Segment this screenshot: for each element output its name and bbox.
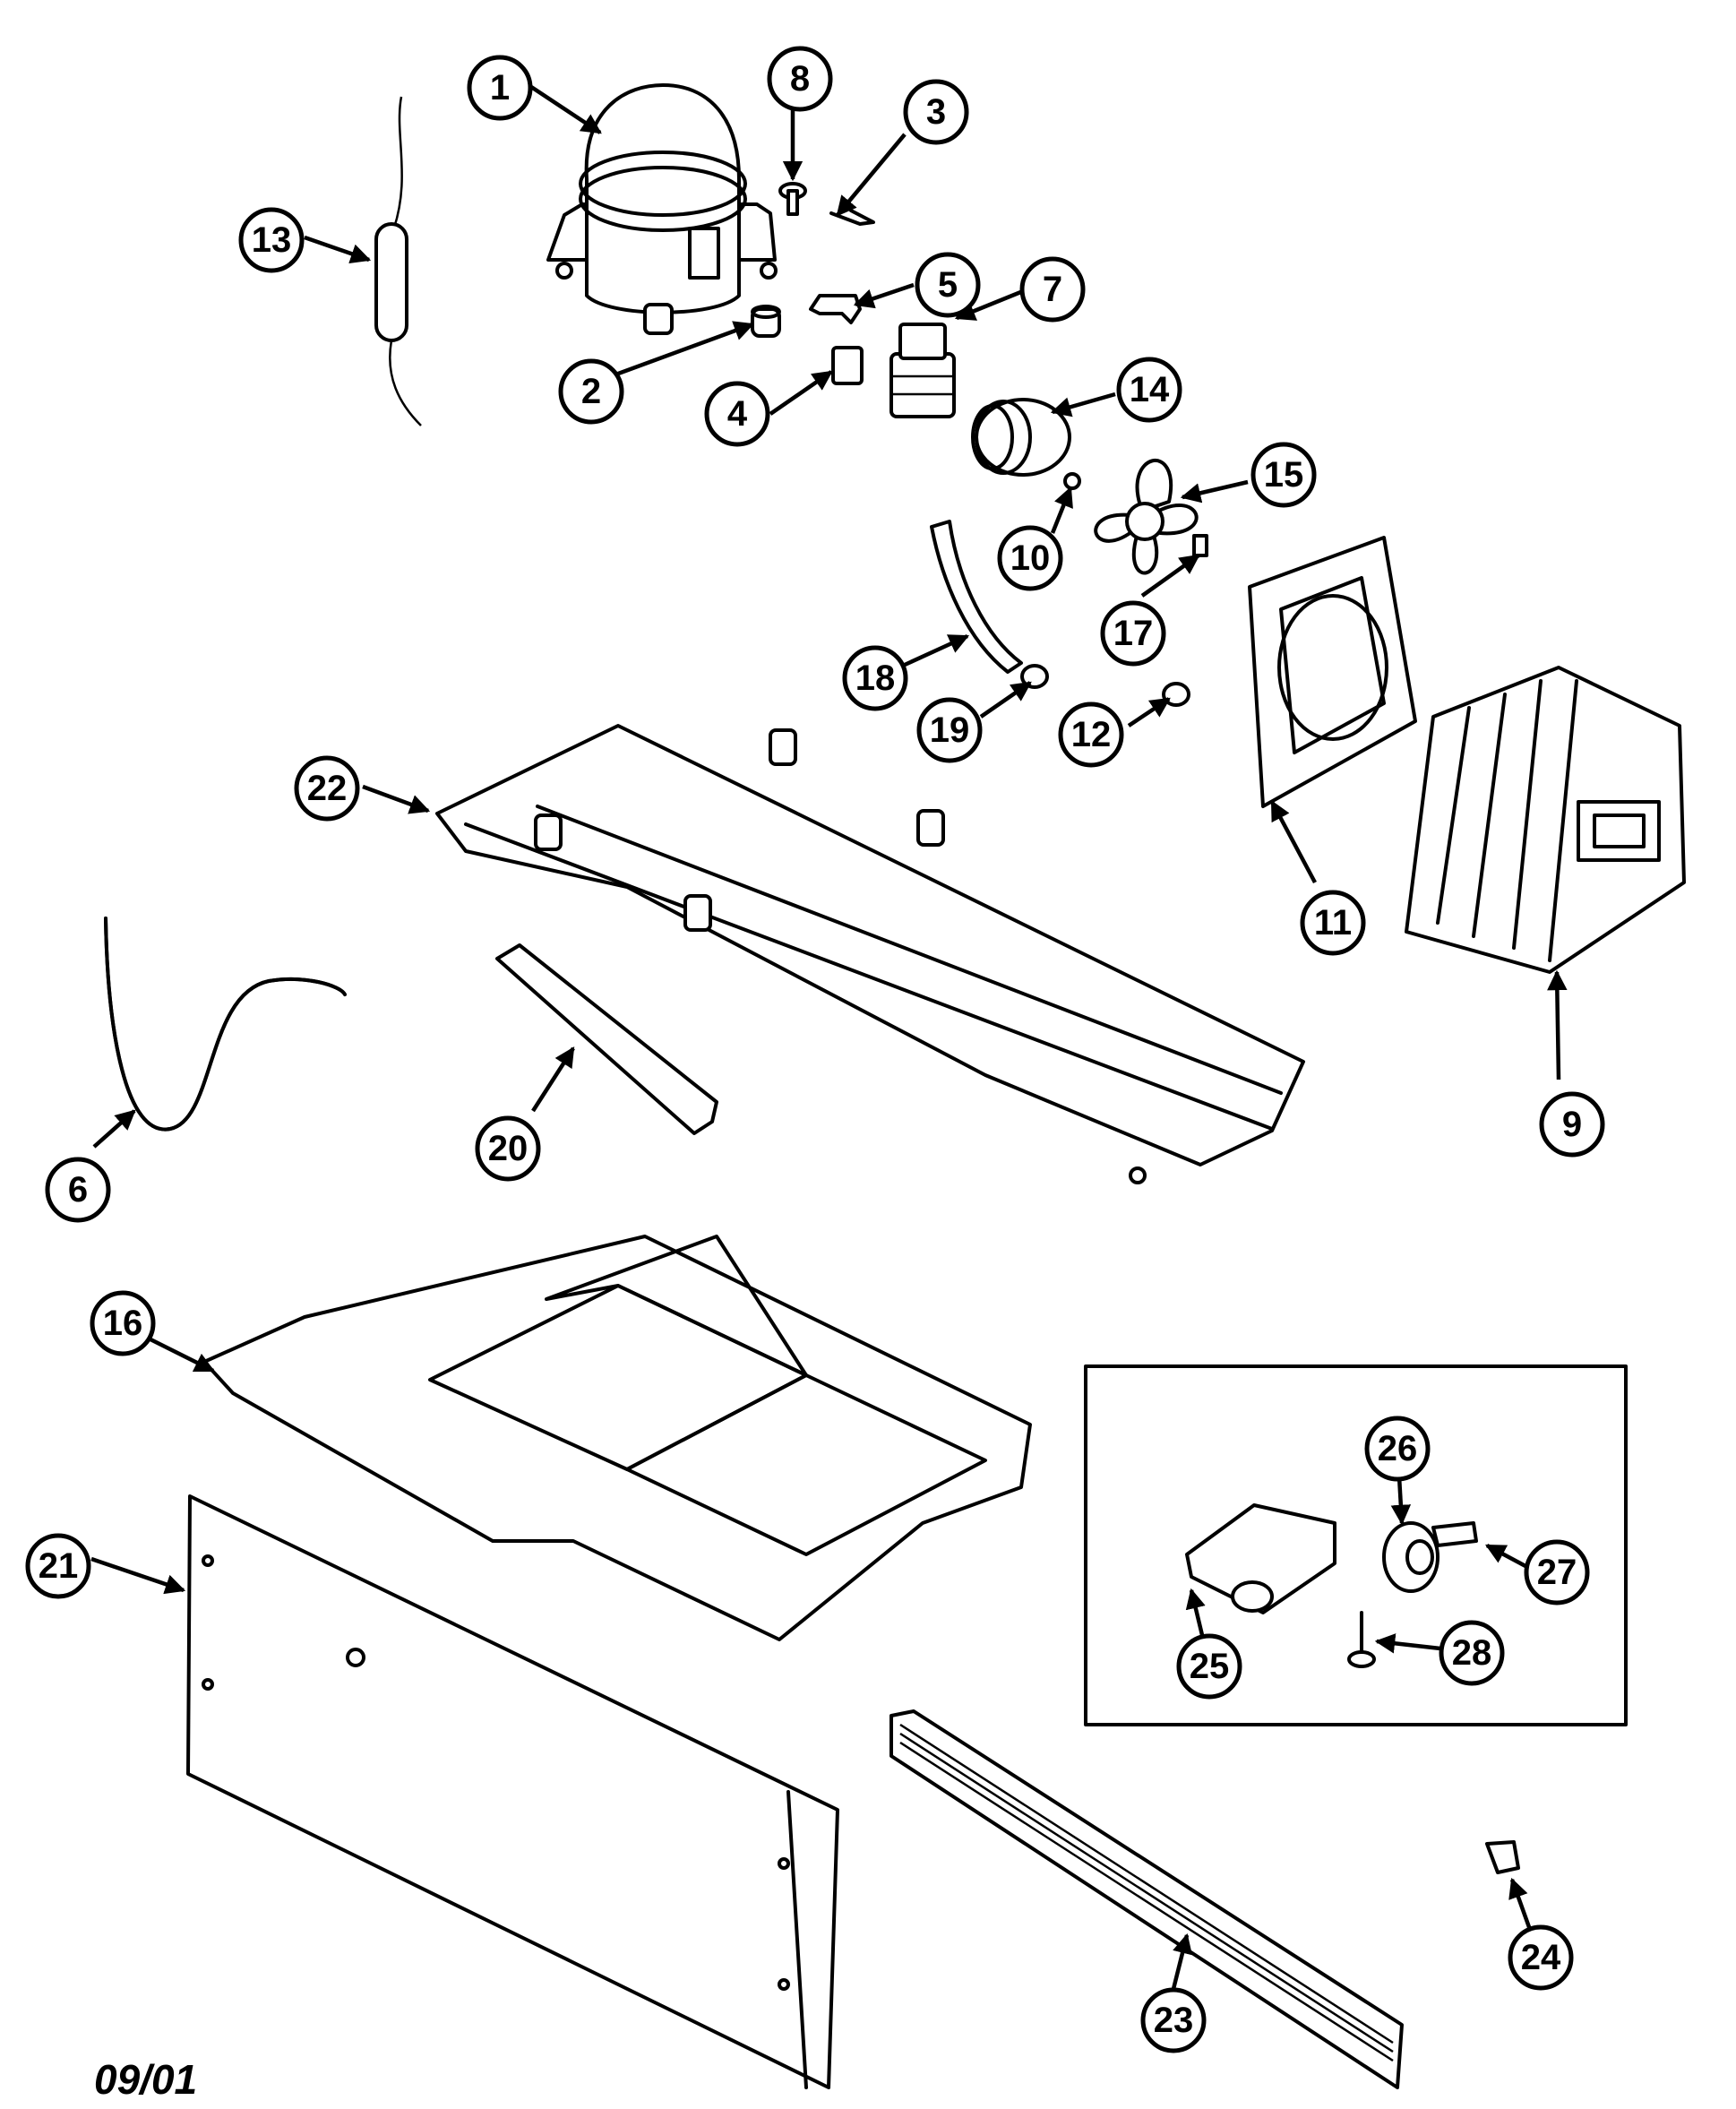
svg-text:12: 12 <box>1071 715 1112 754</box>
callout-22: 22 <box>294 755 360 822</box>
svg-text:28: 28 <box>1452 1633 1492 1673</box>
callout-11: 11 <box>1300 890 1366 956</box>
svg-text:17: 17 <box>1113 614 1154 653</box>
svg-text:27: 27 <box>1537 1553 1577 1592</box>
grille-part <box>889 1709 1404 2089</box>
svg-text:20: 20 <box>488 1129 529 1168</box>
callout-27: 27 <box>1524 1539 1590 1605</box>
callout-7: 7 <box>1019 256 1086 323</box>
callout-21: 21 <box>25 1533 91 1599</box>
svg-text:13: 13 <box>252 220 292 260</box>
caster-inset-box <box>1084 1364 1628 1726</box>
channel-part <box>495 943 718 1135</box>
kickplate-part <box>186 1494 839 2089</box>
callout-18: 18 <box>842 645 908 711</box>
svg-text:9: 9 <box>1562 1105 1582 1144</box>
condenser-part <box>1405 666 1686 974</box>
drier-part <box>374 96 422 426</box>
drain-pan-part <box>202 1235 1032 1641</box>
callout-3: 3 <box>903 79 969 145</box>
svg-text:19: 19 <box>930 710 970 750</box>
relay-part <box>831 346 864 385</box>
svg-text:3: 3 <box>926 92 946 132</box>
svg-text:18: 18 <box>855 659 896 698</box>
compressor-part <box>546 83 778 335</box>
leveling-leg-part <box>1347 1611 1376 1668</box>
fan-shroud-part <box>1248 536 1417 808</box>
svg-text:1: 1 <box>490 68 510 108</box>
rivet-part <box>778 182 807 216</box>
svg-text:16: 16 <box>103 1304 143 1343</box>
axle-pin-part <box>1431 1521 1478 1547</box>
callout-24: 24 <box>1508 1924 1574 1991</box>
callout-10: 10 <box>997 525 1063 591</box>
grommet-part <box>751 305 781 338</box>
leader-lines <box>90 83 1568 1990</box>
clip-part <box>1192 534 1208 557</box>
callout-8: 8 <box>767 46 833 112</box>
svg-text:8: 8 <box>790 59 810 99</box>
roller-part <box>1382 1521 1440 1593</box>
callout-17: 17 <box>1100 600 1166 667</box>
svg-text:24: 24 <box>1521 1938 1561 1977</box>
fan-blade-part <box>1094 458 1199 575</box>
callout-25: 25 <box>1176 1633 1242 1700</box>
svg-text:21: 21 <box>39 1546 79 1586</box>
callout-28: 28 <box>1439 1620 1505 1686</box>
svg-text:26: 26 <box>1378 1429 1418 1468</box>
callout-13: 13 <box>238 207 305 273</box>
base-plate-part <box>435 724 1305 1184</box>
callout-23: 23 <box>1140 1987 1207 2053</box>
fan-motor-part <box>971 398 1071 477</box>
callout-12: 12 <box>1058 702 1124 768</box>
clip-part <box>829 209 875 226</box>
svg-text:7: 7 <box>1043 270 1062 309</box>
svg-text:25: 25 <box>1190 1647 1230 1686</box>
svg-text:14: 14 <box>1130 370 1170 409</box>
clamp-part <box>809 294 862 324</box>
svg-text:15: 15 <box>1264 455 1304 495</box>
callout-20: 20 <box>475 1115 541 1182</box>
svg-text:11: 11 <box>1314 903 1352 943</box>
nut-part <box>1063 472 1081 490</box>
callout-26: 26 <box>1364 1416 1431 1482</box>
svg-text:4: 4 <box>727 394 748 434</box>
callout-5: 5 <box>915 252 981 318</box>
callout-4: 4 <box>704 381 770 447</box>
callout-19: 19 <box>916 697 983 763</box>
svg-text:22: 22 <box>307 769 348 808</box>
callout-1: 1 <box>467 55 533 121</box>
callout-9: 9 <box>1539 1091 1605 1158</box>
svg-text:10: 10 <box>1010 538 1051 578</box>
svg-text:2: 2 <box>581 372 601 411</box>
svg-text:5: 5 <box>938 265 958 305</box>
callout-14: 14 <box>1116 357 1182 423</box>
callout-16: 16 <box>90 1290 156 1356</box>
clip-part <box>1485 1840 1520 1874</box>
drain-tube-inner <box>104 917 347 1132</box>
callout-2: 2 <box>558 358 624 425</box>
callout-15: 15 <box>1250 442 1317 508</box>
bracket-part <box>930 520 1023 674</box>
roller-bracket-part <box>1185 1503 1336 1614</box>
overload-part <box>889 323 956 418</box>
callout-6: 6 <box>45 1157 111 1223</box>
svg-text:6: 6 <box>68 1170 88 1209</box>
date-code: 09/01 <box>94 2056 197 2103</box>
svg-text:23: 23 <box>1154 2001 1194 2040</box>
